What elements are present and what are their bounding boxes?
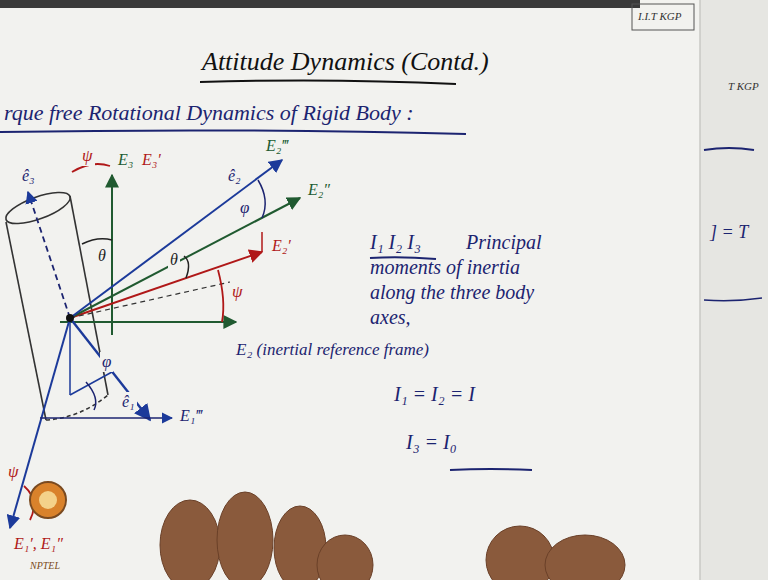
angle-label: θ bbox=[96, 246, 108, 265]
rotated-axis bbox=[70, 198, 300, 318]
angle-label: ψ bbox=[80, 146, 95, 166]
axis-label: E₂‴ bbox=[264, 136, 290, 155]
axis-label: E₂′ bbox=[270, 236, 293, 255]
subtitle-underline bbox=[0, 130, 466, 134]
axis-label: E₁‴ bbox=[178, 406, 204, 425]
angle-arc bbox=[184, 256, 189, 278]
angle-label: φ bbox=[238, 198, 251, 218]
hands bbox=[160, 492, 625, 580]
axis-label: E₃′ bbox=[140, 150, 163, 169]
logo-text: T KGP bbox=[726, 80, 761, 93]
axis-label: ê₂ bbox=[226, 166, 243, 185]
body-axis bbox=[70, 160, 282, 318]
equation: ] = T bbox=[708, 222, 750, 244]
symbol-list: I₁ I₂ I₃ bbox=[368, 230, 423, 254]
body-axis bbox=[28, 192, 70, 318]
inertial-axis bbox=[60, 321, 236, 323]
angle-label: ψ bbox=[6, 462, 21, 482]
logo-box bbox=[632, 4, 694, 30]
origin-dot bbox=[66, 314, 74, 322]
axis-label: E₃ bbox=[116, 150, 135, 169]
equation: I₁ = I₂ = I bbox=[392, 382, 477, 406]
top-edge bbox=[0, 0, 640, 8]
nptel-logo bbox=[30, 482, 66, 518]
angle-label: θ bbox=[168, 250, 180, 269]
axis-label: E₁′, E₁″ bbox=[12, 534, 65, 553]
logo-text: I.I.T KGP bbox=[636, 10, 684, 23]
rigid-body-cylinder bbox=[2, 186, 108, 420]
axis-label: E₂″ bbox=[306, 180, 332, 199]
angle-arc bbox=[218, 270, 223, 322]
angle-label: ψ bbox=[230, 282, 245, 302]
note-text: Principal moments of inertia along the t… bbox=[368, 230, 572, 330]
rotated-axis bbox=[10, 318, 70, 528]
page-title: Attitude Dynamics (Contd.) bbox=[200, 46, 491, 77]
axis-label: ê₁ bbox=[120, 392, 137, 411]
logo-text: NPTEL bbox=[28, 560, 62, 572]
title-underline bbox=[200, 80, 456, 84]
axis-label: ê₃ bbox=[20, 166, 37, 185]
rotated-axis bbox=[40, 417, 172, 419]
subtitle: rque free Rotational Dynamics of Rigid B… bbox=[2, 100, 416, 126]
angle-label: φ bbox=[100, 352, 113, 372]
body-axis bbox=[70, 318, 150, 420]
angle-arc bbox=[258, 180, 265, 218]
axis-label: E₂ (inertial reference frame) bbox=[234, 340, 431, 360]
second-sheet bbox=[700, 0, 768, 580]
equation: I₃ = I₀ bbox=[404, 430, 459, 454]
inertial-axis bbox=[111, 175, 113, 335]
